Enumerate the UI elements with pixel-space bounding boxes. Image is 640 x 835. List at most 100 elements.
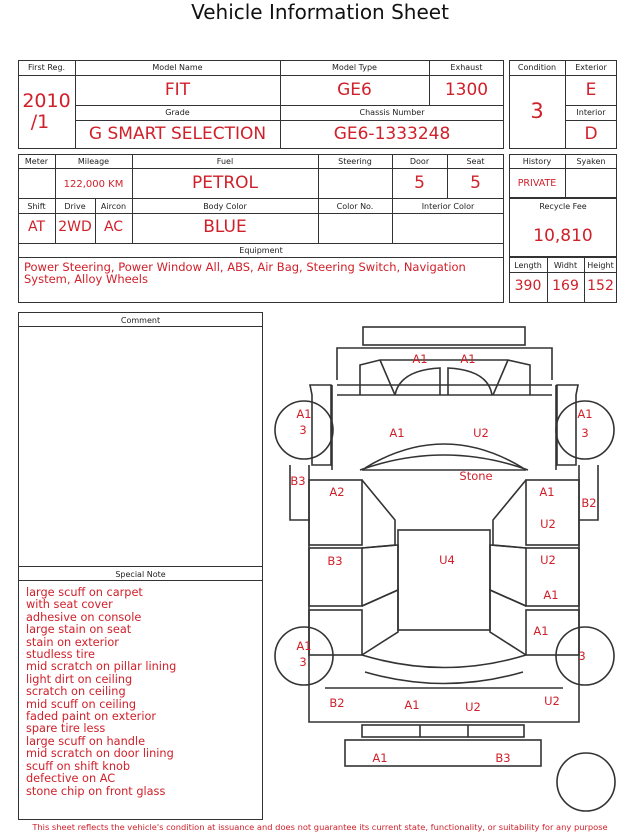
- recycle-fee-value: 10,810: [533, 226, 593, 246]
- damage-mark: A1: [412, 352, 427, 366]
- special-note-item: large stain on seat: [26, 623, 132, 637]
- model-name-value: FIT: [164, 80, 191, 100]
- mileage-value: 122,000 KM: [63, 179, 124, 190]
- sheet-title: Vehicle Information Sheet: [191, 0, 449, 24]
- damage-mark: A1: [533, 624, 548, 638]
- recycle-fee-label: Recycle Fee: [539, 202, 587, 211]
- special-note-item: studless tire: [26, 648, 96, 662]
- special-note-item: spare tire less: [26, 722, 106, 736]
- damage-mark: A1: [539, 485, 554, 499]
- disclaimer-footer: This sheet reflects the vehicle's condit…: [32, 822, 608, 832]
- special-note-item: light dirt on ceiling: [26, 672, 133, 686]
- aircon-label: Aircon: [100, 202, 127, 211]
- first-reg-label: First Reg.: [27, 63, 66, 72]
- special-note-item: mid scratch on pillar lining: [26, 660, 177, 674]
- chassis-label: Chassis Number: [359, 108, 425, 117]
- special-note-item: scratch on ceiling: [26, 685, 126, 699]
- damage-mark: A1: [372, 751, 387, 765]
- steering-label: Steering: [338, 157, 372, 166]
- damage-mark: A1: [404, 698, 419, 712]
- damage-mark: A2: [329, 485, 344, 499]
- fuel-value: PETROL: [191, 173, 259, 193]
- damage-mark: B2: [329, 696, 344, 710]
- door-label: Door: [409, 157, 430, 166]
- shift-label: Shift: [27, 202, 46, 211]
- interior-value: D: [584, 124, 598, 144]
- special-note-item: scuff on shift knob: [26, 759, 131, 773]
- dimensions-block: [509, 257, 617, 303]
- special-note-item: large scuff on handle: [26, 734, 146, 748]
- damage-mark: B2: [581, 496, 596, 510]
- aircon-value: AC: [103, 219, 124, 235]
- fuel-label: Fuel: [216, 157, 234, 166]
- shift-value: AT: [27, 219, 46, 235]
- history-label: History: [522, 157, 552, 166]
- damage-mark: U2: [473, 426, 489, 440]
- syaken-label: Syaken: [576, 157, 606, 166]
- special-notes-list: large scuff on carpet with seat cover ad…: [26, 586, 177, 798]
- body-color-value: BLUE: [203, 217, 247, 237]
- car-outline: [274, 326, 616, 812]
- damage-mark: U4: [439, 553, 455, 567]
- equipment-label: Equipment: [239, 246, 283, 255]
- specs-block: [18, 154, 504, 303]
- door-value: 5: [414, 173, 425, 193]
- condition-value: 3: [530, 99, 544, 123]
- special-note-item: adhesive on console: [26, 610, 142, 624]
- damage-mark: U2: [465, 700, 481, 714]
- exhaust-label: Exhaust: [450, 63, 483, 72]
- model-name-label: Model Name: [152, 63, 203, 72]
- chassis-value: GE6-1333248: [333, 124, 451, 144]
- damage-mark: A1: [389, 426, 404, 440]
- meter-label: Meter: [24, 157, 49, 166]
- special-note-item: large scuff on carpet: [26, 586, 143, 599]
- exhaust-value: 1300: [444, 80, 489, 100]
- damage-mark: 3: [578, 649, 585, 663]
- color-no-label: Color No.: [336, 202, 374, 211]
- history-value: PRIVATE: [517, 178, 557, 189]
- mileage-label: Mileage: [77, 157, 110, 166]
- damage-mark: U2: [544, 694, 560, 708]
- special-note-item: faded paint on exterior: [26, 710, 157, 724]
- damage-mark: B3: [495, 751, 510, 765]
- length-value: 390: [514, 278, 542, 294]
- special-note-item: mid scuff on ceiling: [26, 697, 137, 711]
- comment-label: Comment: [120, 316, 161, 325]
- width-label: Widht: [553, 261, 578, 270]
- body-color-label: Body Color: [203, 202, 247, 211]
- special-note-item: stain on exterior: [26, 635, 119, 649]
- width-value: 169: [552, 278, 579, 294]
- damage-mark: A1: [577, 407, 592, 421]
- special-note-item: stone chip on front glass: [26, 784, 166, 798]
- seat-value: 5: [470, 173, 481, 193]
- height-label: Height: [587, 261, 614, 270]
- special-note-item: defective on AC: [26, 772, 116, 786]
- special-note-item: with seat cover: [26, 598, 113, 612]
- condition-block: [509, 60, 617, 149]
- condition-label: Condition: [517, 63, 557, 72]
- equipment-value: Power Steering, Power Window All, ABS, A…: [24, 260, 466, 286]
- first-reg-year: 2010: [22, 90, 71, 112]
- damage-mark: 3: [299, 423, 306, 437]
- model-type-value: GE6: [337, 80, 372, 100]
- damage-mark: U2: [540, 517, 556, 531]
- registration-block: [18, 60, 504, 149]
- special-note-item: mid scratch on door lining: [26, 747, 174, 761]
- damage-mark: A1: [296, 639, 311, 653]
- damage-mark: Stone: [459, 469, 492, 483]
- seat-label: Seat: [466, 157, 485, 166]
- recycle-fee-block: [509, 198, 617, 257]
- model-type-label: Model Type: [332, 63, 377, 72]
- damage-marks: A1 A1 A1 3 A1 3 A1 U2 Stone B3 A2 A1 B2 …: [290, 352, 596, 765]
- damage-mark: A1: [460, 352, 475, 366]
- interior-color-label: Interior Color: [421, 202, 475, 211]
- drive-label: Drive: [64, 202, 86, 211]
- damage-mark: B3: [290, 474, 305, 488]
- damage-mark: A1: [296, 407, 311, 421]
- exterior-value: E: [585, 80, 597, 100]
- exterior-label: Exterior: [575, 63, 607, 72]
- damage-mark: 3: [581, 426, 588, 440]
- drive-value: 2WD: [58, 219, 92, 235]
- grade-label: Grade: [165, 108, 190, 117]
